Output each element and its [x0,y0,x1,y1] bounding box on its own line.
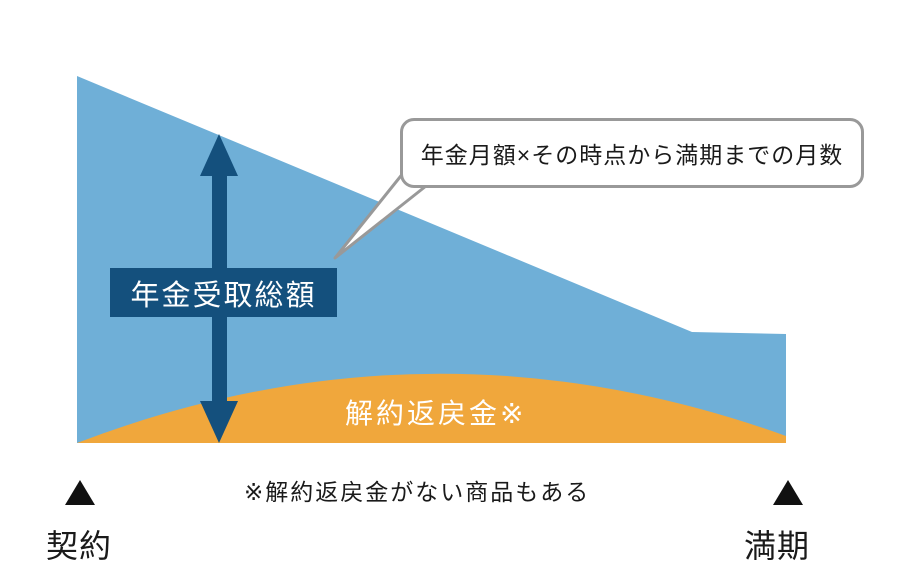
contract-marker-icon [65,480,95,505]
total-annuity-label: 年金受取総額 [110,268,337,317]
callout-bubble: 年金月額×その時点から満期までの月数 [400,118,864,188]
arrow-up-head [200,134,238,176]
arrow-down-head [200,401,238,443]
maturity-label: 満期 [744,528,811,564]
contract-label: 契約 [46,528,113,564]
maturity-marker-icon [773,480,803,505]
double-arrow [200,134,238,443]
callout-text: 年金月額×その時点から満期までの月数 [420,142,844,168]
footnote: ※解約返戻金がない商品もある [244,479,591,505]
surrender-value-area [77,373,786,443]
annuity-total-area [77,76,786,443]
surrender-value-label: 解約返戻金※ [345,398,527,429]
